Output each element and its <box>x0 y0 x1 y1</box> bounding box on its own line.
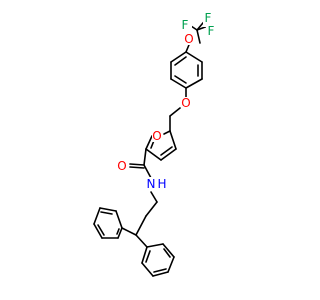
oxygen-label-4: O <box>117 159 126 173</box>
bond-o-ch2 <box>169 107 181 117</box>
phenyl-ring-left <box>93 207 123 239</box>
fluorine-label-3: F <box>208 24 215 38</box>
oxygen-label-2: O <box>181 96 190 110</box>
amide-group <box>129 148 152 179</box>
fluorine-label-2: F <box>182 18 189 32</box>
oxygen-label-3: O <box>152 129 161 143</box>
hydrogen-label: H <box>157 177 166 191</box>
phenyl-ring-bottom <box>141 243 175 277</box>
nitrogen-label: N <box>147 177 156 191</box>
oxygen-label-1: O <box>184 32 193 46</box>
fluorine-label-1: F <box>205 11 212 25</box>
furan-ring <box>145 130 177 161</box>
chemical-structure: F F F O O O O N H <box>93 11 216 277</box>
benzene-ring-top <box>170 51 203 89</box>
atom-labels: F F F O O O O N H <box>117 11 216 191</box>
propyl-chain <box>121 191 158 248</box>
